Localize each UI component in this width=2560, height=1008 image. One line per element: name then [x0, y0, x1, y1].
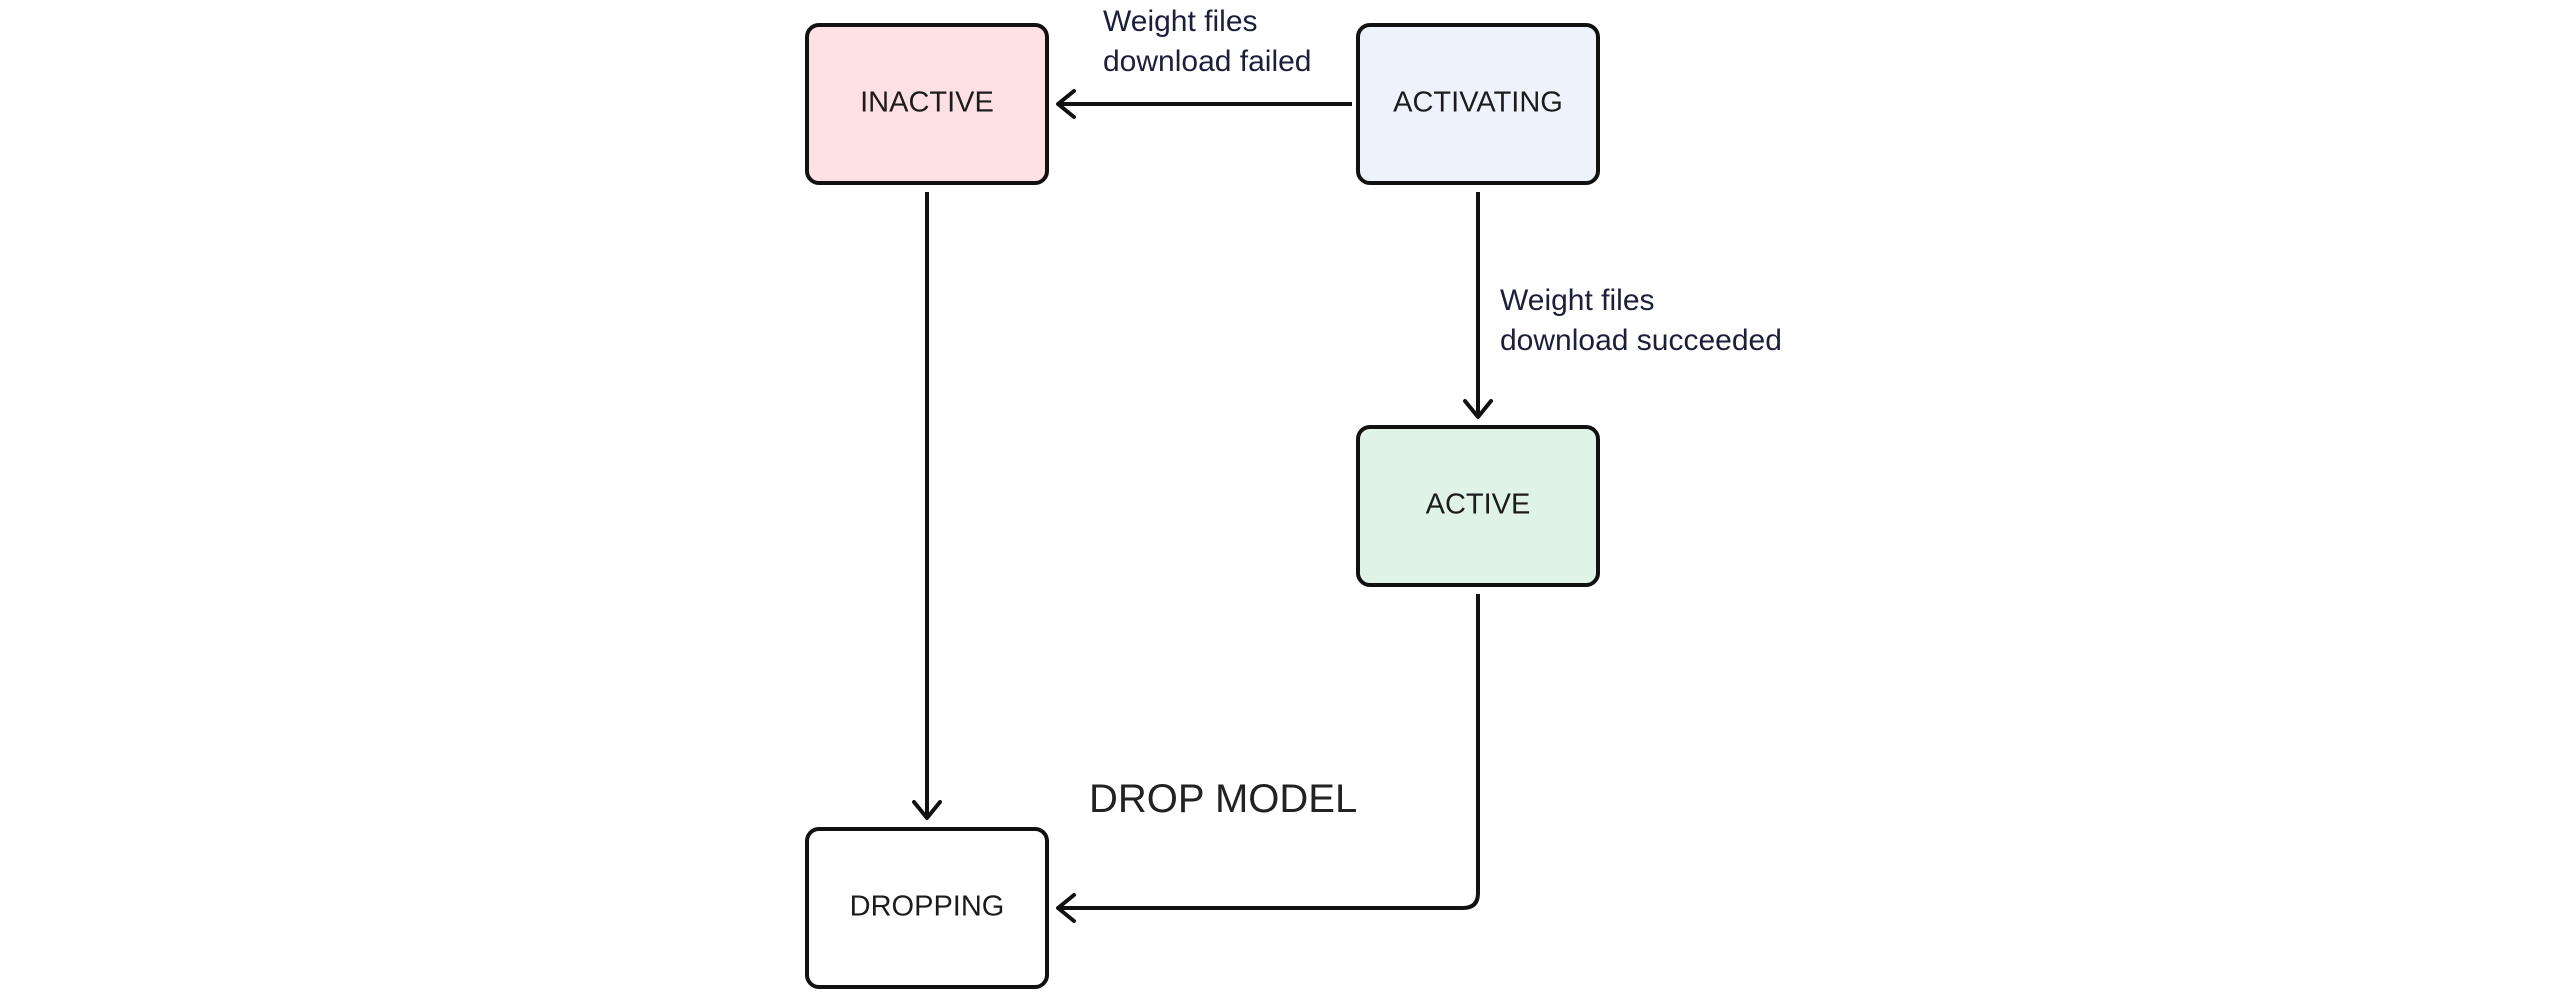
edge-activating-to-active: [1463, 192, 1493, 419]
state-active-box: [1356, 425, 1600, 587]
edge-label-download-failed-line2: download failed: [1103, 45, 1312, 78]
edge-activating-to-inactive: [1056, 89, 1352, 119]
state-inactive: INACTIVE: [805, 23, 1049, 185]
state-dropping-box: [805, 827, 1049, 989]
edge-label-download-succeeded: Weight files download succeeded: [1500, 284, 1782, 357]
edge-label-drop-model: DROP MODEL: [1089, 777, 1357, 821]
state-active-label: ACTIVE: [1426, 489, 1531, 521]
state-activating-box: [1356, 23, 1600, 185]
edge-label-download-failed-line1: Weight files: [1103, 5, 1258, 38]
state-dropping: DROPPING: [805, 827, 1049, 989]
state-active: ACTIVE: [1356, 425, 1600, 587]
edge-label-download-succeeded-line2: download succeeded: [1500, 324, 1782, 357]
state-inactive-label: INACTIVE: [860, 87, 994, 119]
state-dropping-label: DROPPING: [850, 891, 1005, 923]
edge-active-to-dropping: [1056, 594, 1480, 923]
state-activating-label: ACTIVATING: [1393, 87, 1563, 119]
arrowhead-left-icon: [1056, 89, 1076, 119]
edge-label-download-succeeded-line1: Weight files: [1500, 284, 1655, 317]
arrowhead-down-icon: [1463, 399, 1493, 419]
arrowhead-down-icon: [912, 800, 942, 820]
edge-active-to-dropping-line: [1058, 594, 1480, 910]
arrowhead-left-icon: [1056, 893, 1076, 923]
state-inactive-box: [805, 23, 1049, 185]
state-activating: ACTIVATING: [1356, 23, 1600, 185]
edge-inactive-to-dropping: [912, 192, 942, 820]
edge-label-download-failed: Weight files download failed: [1103, 5, 1312, 78]
